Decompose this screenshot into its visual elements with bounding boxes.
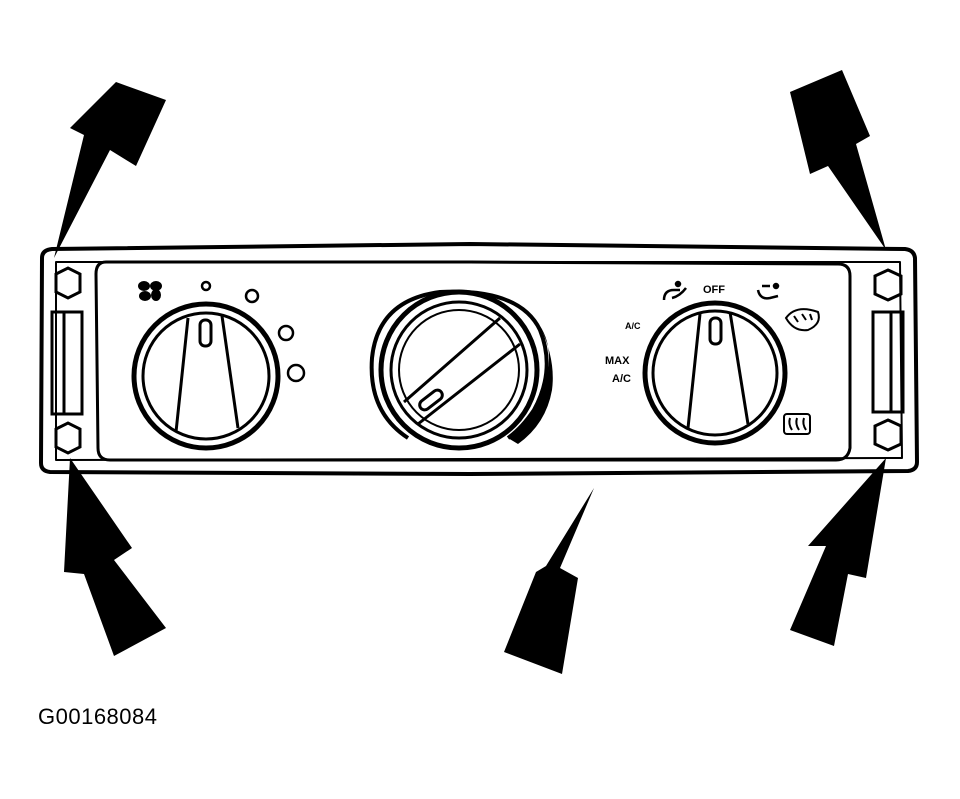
fan-icon: [138, 281, 162, 301]
max-label: MAX: [605, 355, 630, 367]
left-mounting-tab: [50, 266, 84, 455]
fan-speed-dot-2: [244, 288, 260, 304]
ac-label: A/C: [625, 321, 641, 331]
knob-grip: [686, 311, 750, 429]
knob-outer-ring: [642, 300, 788, 446]
vent-icon: [662, 280, 687, 301]
mode-knob: [642, 300, 788, 446]
hex-screw-icon: [873, 418, 903, 452]
mode-knob-labels: OFF A/C MAX A/C: [605, 284, 725, 385]
right-mounting-tab: [871, 268, 905, 452]
knob-pointer: [418, 388, 444, 412]
knob-inner-ring: [141, 311, 271, 441]
knob-inner-ring: [389, 300, 529, 440]
rear-defrost-icon: [783, 413, 811, 435]
knob-outer-ring: [131, 301, 281, 451]
fan-speed-knob: [131, 301, 281, 451]
fan-speed-dot-1: [200, 280, 212, 292]
fan-speed-dot-4: [286, 363, 306, 383]
defrost-icon: [784, 308, 820, 332]
panel-face-plate: [94, 260, 852, 462]
tab-slot: [871, 310, 905, 414]
max-ac-label: A/C: [612, 373, 631, 385]
off-label: OFF: [703, 284, 725, 296]
hex-screw-icon: [873, 268, 903, 302]
arrow-icon: [54, 82, 166, 258]
arrow-icon: [790, 458, 886, 646]
arrow-icon: [64, 458, 166, 656]
knob-pointer: [198, 318, 213, 348]
arrows: [54, 70, 886, 674]
knob-shadow-fill: [508, 326, 553, 444]
panel-outer-bezel: [39, 242, 919, 476]
floor-vent-icon: [756, 282, 780, 300]
fan-speed-dot-3: [277, 324, 295, 342]
temperature-knob: [369, 289, 553, 451]
knob-grip: [403, 316, 521, 426]
hex-screw-icon: [54, 266, 82, 300]
knob-inner-ring: [651, 309, 779, 437]
knob-face: [398, 309, 520, 431]
fan-speed-markers: [200, 280, 306, 383]
arrow-icon: [790, 70, 886, 250]
control-panel: [39, 242, 919, 476]
figure-id-label: G00168084: [38, 704, 158, 729]
knob-grip: [174, 315, 240, 433]
tab-slot: [50, 310, 84, 416]
arrow-icon: [504, 488, 594, 674]
knob-outer-ring: [378, 289, 540, 451]
knob-pointer: [708, 316, 723, 346]
hex-screw-icon: [54, 421, 82, 455]
